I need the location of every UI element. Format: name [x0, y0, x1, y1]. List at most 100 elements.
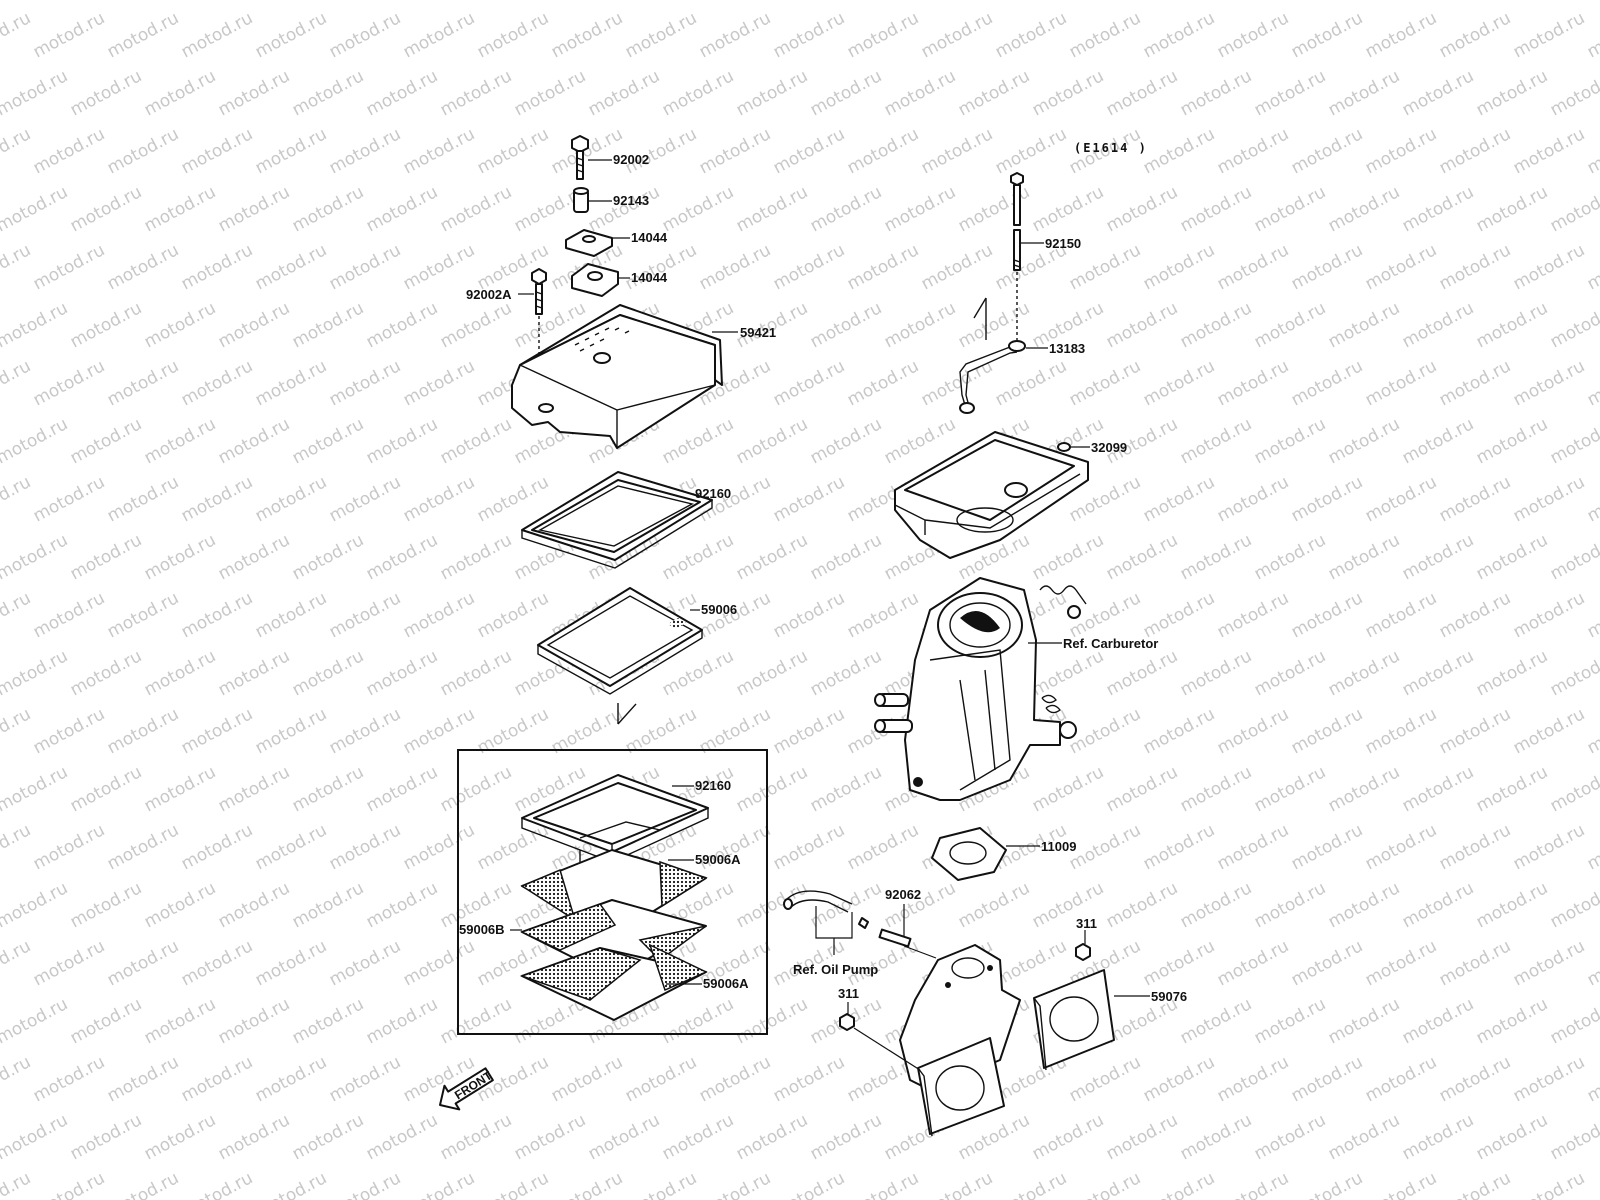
watermark-text: motod.ru: [363, 0, 441, 4]
watermark-text: motod.ru: [585, 1110, 663, 1164]
watermark-text: motod.ru: [807, 0, 885, 4]
watermark-text: motod.ru: [1066, 704, 1144, 758]
bolt-92150: [1010, 172, 1024, 340]
watermark-text: motod.ru: [1473, 646, 1551, 700]
watermark-text: motod.ru: [1362, 124, 1440, 178]
watermark-text: motod.ru: [1288, 704, 1366, 758]
watermark-text: motod.ru: [1436, 8, 1514, 62]
watermark-text: motod.ru: [844, 8, 922, 62]
watermark-text: motod.ru: [0, 0, 71, 4]
watermark-text: motod.ru: [437, 762, 515, 816]
watermark-text: motod.ru: [326, 588, 404, 642]
watermark-text: motod.ru: [733, 182, 811, 236]
watermark-text: motod.ru: [659, 1110, 737, 1164]
watermark-text: motod.ru: [659, 66, 737, 120]
watermark-text: motod.ru: [1436, 1168, 1514, 1200]
watermark-text: motod.ru: [1436, 356, 1514, 410]
watermark-text: motod.ru: [289, 66, 367, 120]
label-13183: 13183: [1049, 341, 1085, 356]
watermark-text: motod.ru: [770, 472, 848, 526]
watermark-text: motod.ru: [1177, 530, 1255, 584]
watermark-text: motod.ru: [1325, 646, 1403, 700]
watermark-text: motod.ru: [807, 182, 885, 236]
watermark-text: motod.ru: [659, 646, 737, 700]
watermark-text: motod.ru: [881, 66, 959, 120]
watermark-text: motod.ru: [289, 414, 367, 468]
watermark-text: motod.ru: [1362, 1052, 1440, 1106]
label-ref-carburetor: Ref. Carburetor: [1063, 636, 1158, 651]
watermark-text: motod.ru: [178, 472, 256, 526]
watermark-text: motod.ru: [30, 820, 108, 874]
watermark-text: motod.ru: [1029, 182, 1107, 236]
watermark-text: motod.ru: [363, 646, 441, 700]
watermark-text: motod.ru: [363, 1110, 441, 1164]
watermark-text: motod.ru: [1029, 530, 1107, 584]
watermark-text: motod.ru: [1584, 1052, 1600, 1106]
watermark-text: motod.ru: [141, 182, 219, 236]
watermark-text: motod.ru: [1214, 240, 1292, 294]
watermark-text: motod.ru: [918, 8, 996, 62]
watermark-text: motod.ru: [1362, 936, 1440, 990]
watermark-text: motod.ru: [104, 704, 182, 758]
watermark-text: motod.ru: [807, 66, 885, 120]
watermark-text: motod.ru: [659, 0, 737, 4]
watermark-text: motod.ru: [1547, 646, 1600, 700]
watermark-text: motod.ru: [1251, 414, 1329, 468]
watermark-text: motod.ru: [844, 820, 922, 874]
watermark-text: motod.ru: [1399, 878, 1477, 932]
watermark-text: motod.ru: [0, 182, 71, 236]
watermark-text: motod.ru: [215, 646, 293, 700]
watermark-text: motod.ru: [807, 646, 885, 700]
watermark-text: motod.ru: [0, 1168, 34, 1200]
watermark-text: motod.ru: [1177, 762, 1255, 816]
watermark-text: motod.ru: [178, 1052, 256, 1106]
watermark-text: motod.ru: [1584, 124, 1600, 178]
watermark-text: motod.ru: [1510, 588, 1588, 642]
watermark-text: motod.ru: [1325, 66, 1403, 120]
label-14044-b: 14044: [631, 270, 668, 285]
watermark-text: motod.ru: [1399, 994, 1477, 1048]
watermark-text: motod.ru: [289, 1110, 367, 1164]
watermark-text: motod.ru: [1177, 298, 1255, 352]
watermark-text: motod.ru: [1510, 240, 1588, 294]
watermark-text: motod.ru: [1362, 820, 1440, 874]
label-ref-oil-pump: Ref. Oil Pump: [793, 962, 878, 977]
watermark-text: motod.ru: [1251, 66, 1329, 120]
mesh-59006A-upper: [520, 849, 708, 937]
watermark-text: motod.ru: [1436, 936, 1514, 990]
watermark-text: motod.ru: [733, 0, 811, 4]
watermark-text: motod.ru: [0, 240, 34, 294]
watermark-text: motod.ru: [1584, 588, 1600, 642]
watermark-text: motod.ru: [1214, 124, 1292, 178]
watermark-text: motod.ru: [1547, 0, 1600, 4]
watermark-text: motod.ru: [141, 530, 219, 584]
watermark-text: motod.ru: [1510, 124, 1588, 178]
watermark-text: motod.ru: [67, 182, 145, 236]
watermark-text: motod.ru: [326, 704, 404, 758]
watermark-text: motod.ru: [918, 240, 996, 294]
watermark-text: motod.ru: [326, 124, 404, 178]
watermark-text: motod.ru: [0, 8, 34, 62]
watermark-text: motod.ru: [30, 1168, 108, 1200]
watermark-text: motod.ru: [0, 472, 34, 526]
watermark-text: motod.ru: [67, 1110, 145, 1164]
watermark-text: motod.ru: [733, 762, 811, 816]
watermark-text: motod.ru: [363, 414, 441, 468]
watermark-text: motod.ru: [696, 1052, 774, 1106]
watermark-text: motod.ru: [1510, 820, 1588, 874]
watermark-text: motod.ru: [0, 356, 34, 410]
watermark-text: motod.ru: [511, 66, 589, 120]
watermark-text: motod.ru: [178, 8, 256, 62]
watermark-text: motod.ru: [1251, 0, 1329, 4]
watermark-text: motod.ru: [1251, 1110, 1329, 1164]
watermark-text: motod.ru: [474, 588, 552, 642]
watermark-text: motod.ru: [807, 878, 885, 932]
watermark-text: motod.ru: [289, 646, 367, 700]
watermark-text: motod.ru: [30, 240, 108, 294]
watermark-text: motod.ru: [104, 240, 182, 294]
watermark-text: motod.ru: [289, 182, 367, 236]
watermark-text: motod.ru: [400, 472, 478, 526]
watermark-text: motod.ru: [1325, 762, 1403, 816]
watermark-text: motod.ru: [659, 530, 737, 584]
